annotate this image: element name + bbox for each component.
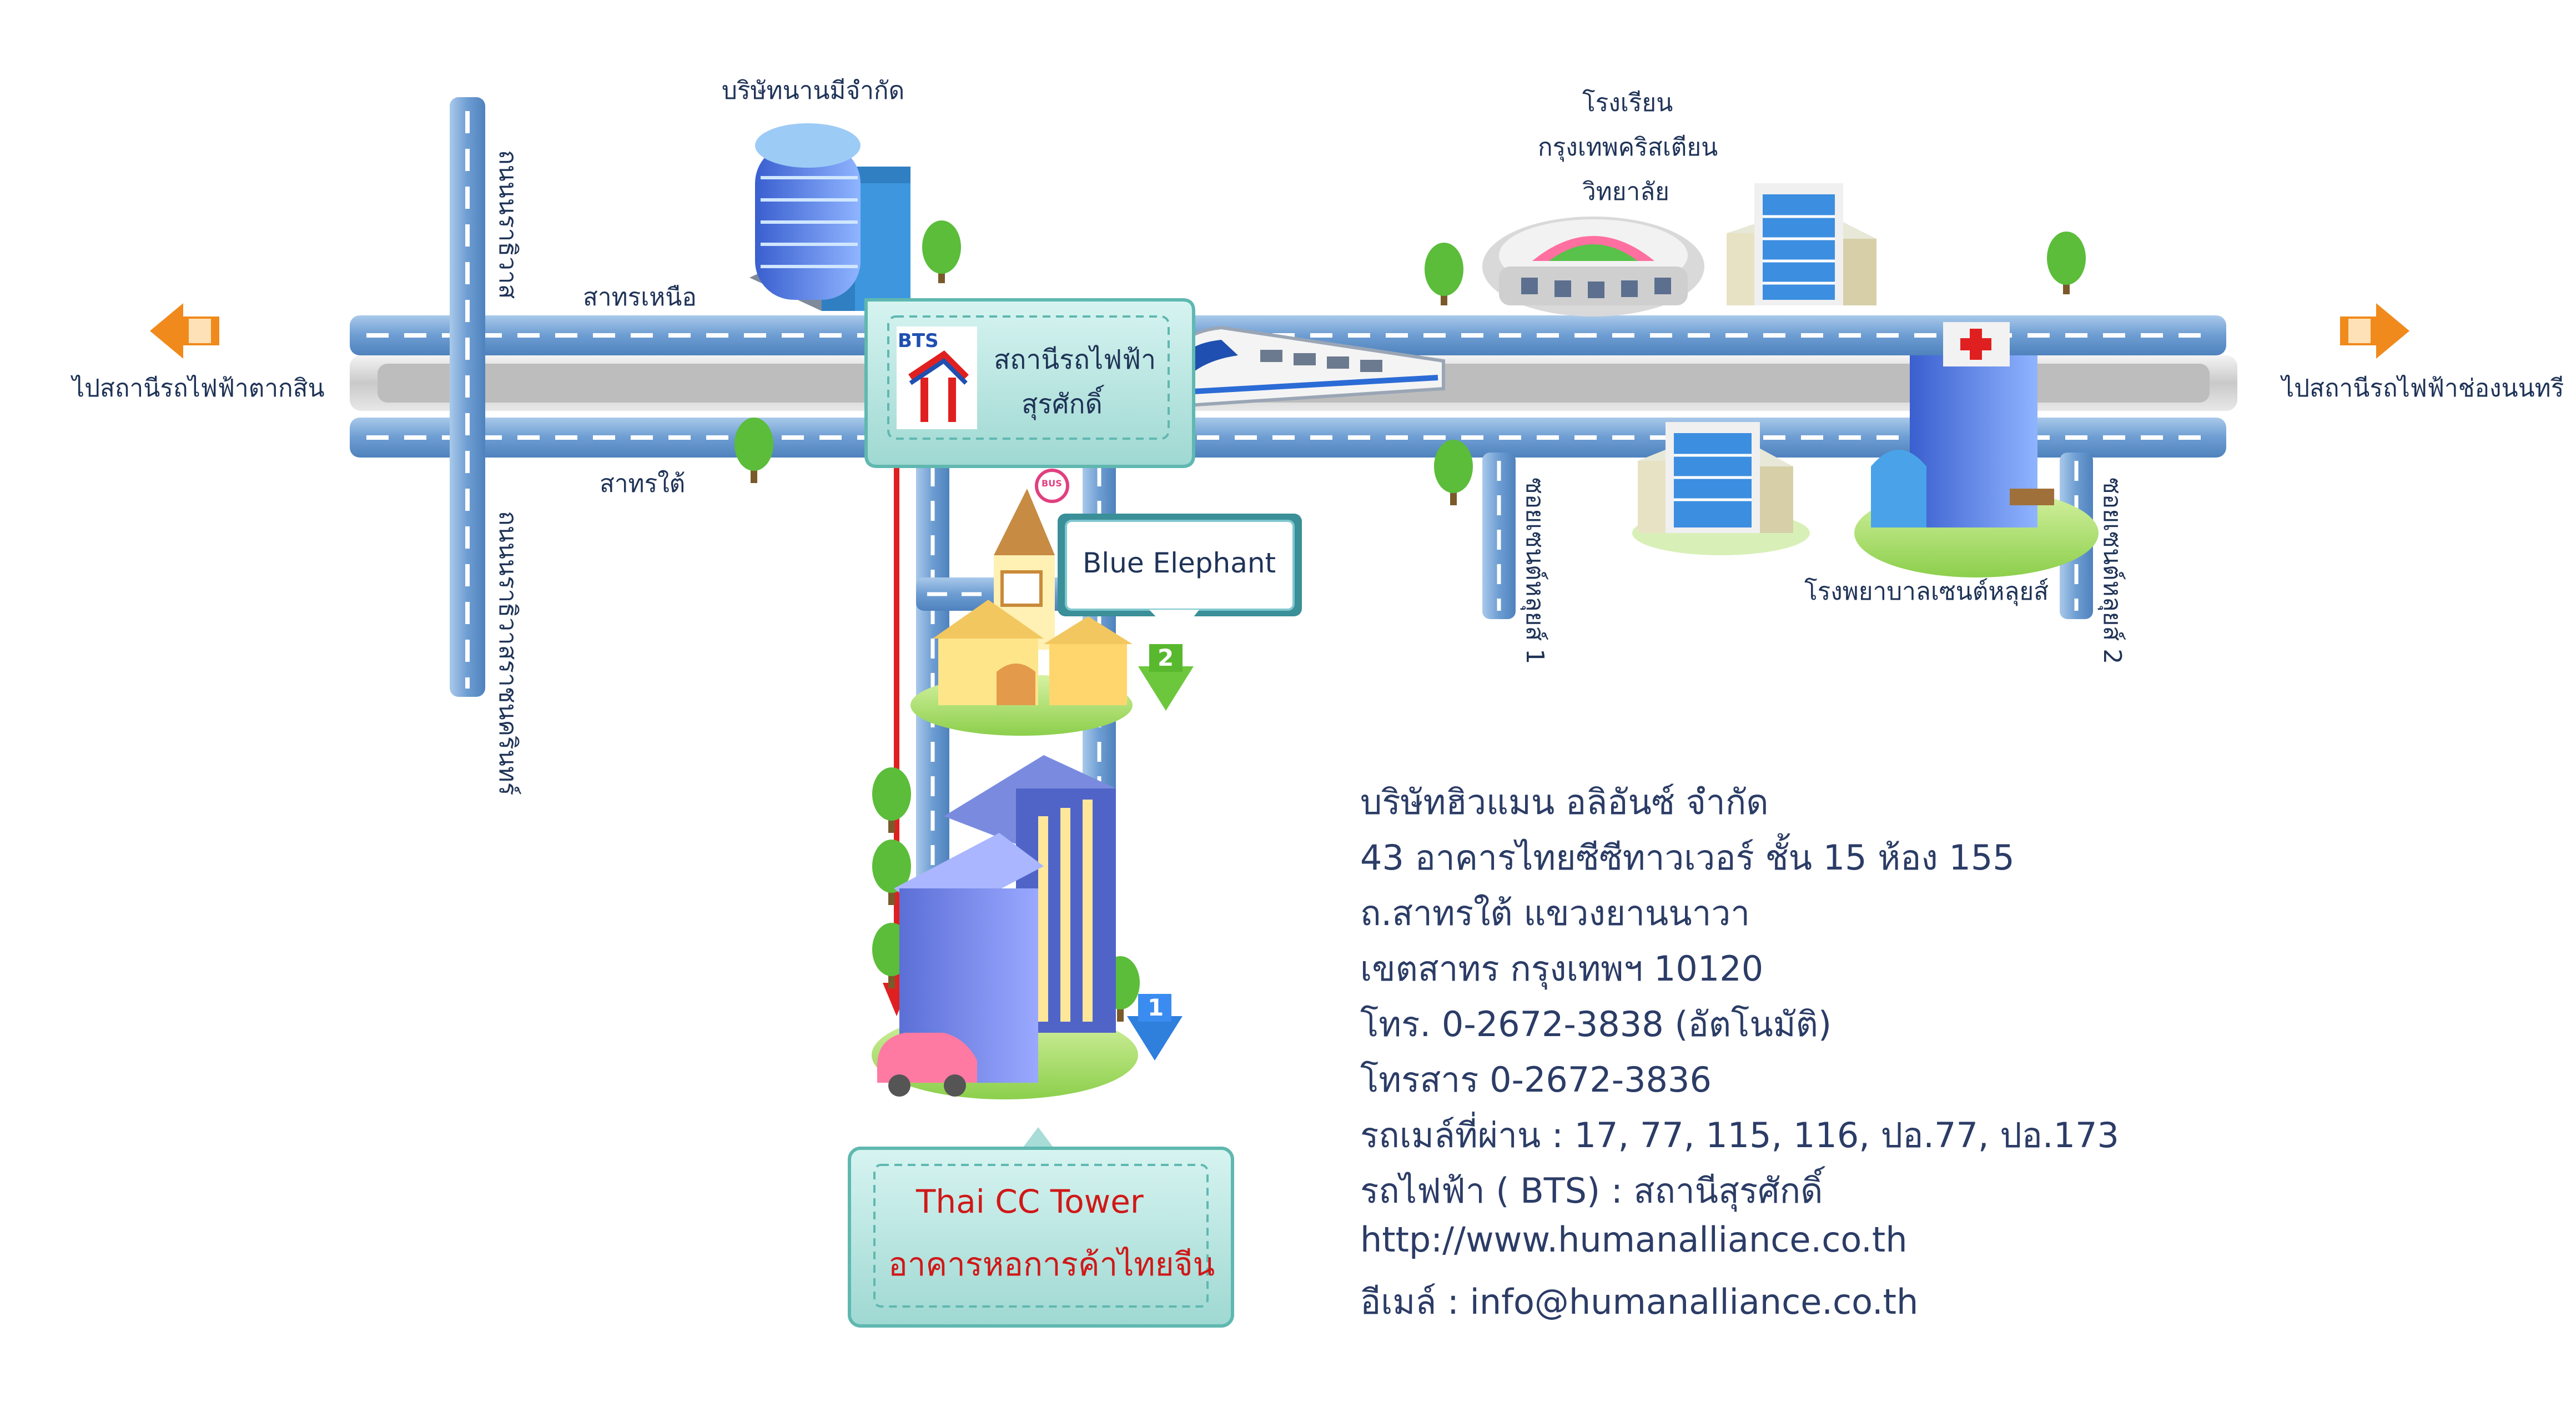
hospital-icon [1854, 322, 2099, 577]
soi-st-louis-1-label: ซอยเซนต์หลุยส์ 1 [1521, 478, 1549, 665]
bts-station-box [864, 298, 1195, 468]
school-stadium-icon [1482, 217, 1704, 316]
company-name: บริษัทฮิวแมน อลิอันซ์ จำกัด [1360, 782, 1769, 822]
arrow-right-icon [2340, 303, 2409, 359]
bts-station-line2: สุรศักดิ์ [1022, 389, 1103, 420]
bus-lines: รถเมล์ที่ผ่าน : 17, 77, 115, 116, ปอ.77,… [1360, 1115, 2119, 1155]
north-sathorn-label: สาทรเหนือ [583, 283, 697, 311]
soi-st-louis-2-label: ซอยเซนต์หลุยส์ 2 [2098, 478, 2126, 665]
bts-station-line1: สถานีรถไฟฟ้า [994, 344, 1156, 375]
tree-icon [922, 220, 961, 283]
arrow-left-icon [150, 303, 219, 359]
tree-icon [2047, 232, 2086, 294]
bts-info: รถไฟฟ้า ( BTS) : สถานีสุรศักดิ์ [1360, 1170, 1823, 1211]
blue-elephant-house-icon [910, 489, 1133, 736]
south-sathorn-label: สาทรใต้ [600, 470, 686, 498]
bus-badge-label: BUS [1042, 478, 1062, 489]
bus-stop-icon [1035, 469, 1069, 503]
marker-1-icon [1127, 994, 1183, 1061]
tree-icon [872, 840, 911, 905]
thai-cc-tower-icon [872, 755, 1138, 1099]
school-label-line3: วิทยาลัย [1582, 178, 1669, 206]
fax-number: โทรสาร 0-2672-3836 [1360, 1059, 1712, 1100]
narathiwat-bottom-label: ถนนนราธิวาสราชนครินทร์ [494, 511, 522, 796]
school-label-line2: กรุงเทพคริสเตียน [1538, 133, 1718, 162]
blue-elephant-label-box [1058, 514, 1302, 639]
company-top-label: บริษัทนานมีจำกัด [722, 77, 905, 105]
address-line: เขตสาทร กรุงเทพฯ 10120 [1360, 948, 1764, 989]
destination-name-th: อาคารหอการค้าไทยจีน [888, 1245, 1215, 1283]
phone-number: โทร. 0-2672-3838 (อัตโนมัติ) [1360, 1004, 1832, 1044]
tree-icon [1434, 440, 1473, 505]
marker-1-label: 1 [1148, 994, 1164, 1021]
bts-logo-text: BTS [898, 330, 939, 352]
narathiwat-road [450, 97, 485, 697]
website-link[interactable]: http://www.humanalliance.co.th [1360, 1219, 1908, 1260]
direction-left-label: ไปสถานีรถไฟฟ้าตากสิน [72, 374, 325, 403]
tree-icon [872, 767, 911, 833]
narathiwat-top-label: ถนนนราธิวาส [494, 150, 522, 299]
marker-2-label: 2 [1158, 644, 1174, 671]
tree-icon [1425, 243, 1463, 305]
office-building-icon [1632, 422, 1810, 555]
address-line: 43 อาคารไทยซีซีทาวเวอร์ ชั้น 15 ห้อง 155 [1360, 837, 2015, 878]
blue-elephant-label: Blue Elephant [1083, 547, 1276, 579]
tree-icon [734, 418, 773, 483]
destination-box [848, 1127, 1234, 1328]
direction-right-label: ไปสถานีรถไฟฟ้าช่องนนทรี [2282, 374, 2564, 403]
email-link[interactable]: อีเมล์ : info@humanalliance.co.th [1360, 1282, 1919, 1322]
soi-st-louis-1-road [1482, 453, 1516, 619]
school-label-line1: โรงเรียน [1582, 89, 1673, 117]
hospital-label: โรงพยาบาลเซนต์หลุยส์ [1804, 577, 2049, 606]
school-building-icon [1727, 183, 1876, 305]
north-sathorn-road [350, 315, 2226, 355]
nanmee-building-icon [749, 123, 910, 311]
marker-2-icon [1138, 644, 1194, 711]
destination-name-en: Thai CC Tower [916, 1183, 1144, 1220]
address-line: ถ.สาทรใต้ แขวงยานนาวา [1360, 893, 1750, 933]
